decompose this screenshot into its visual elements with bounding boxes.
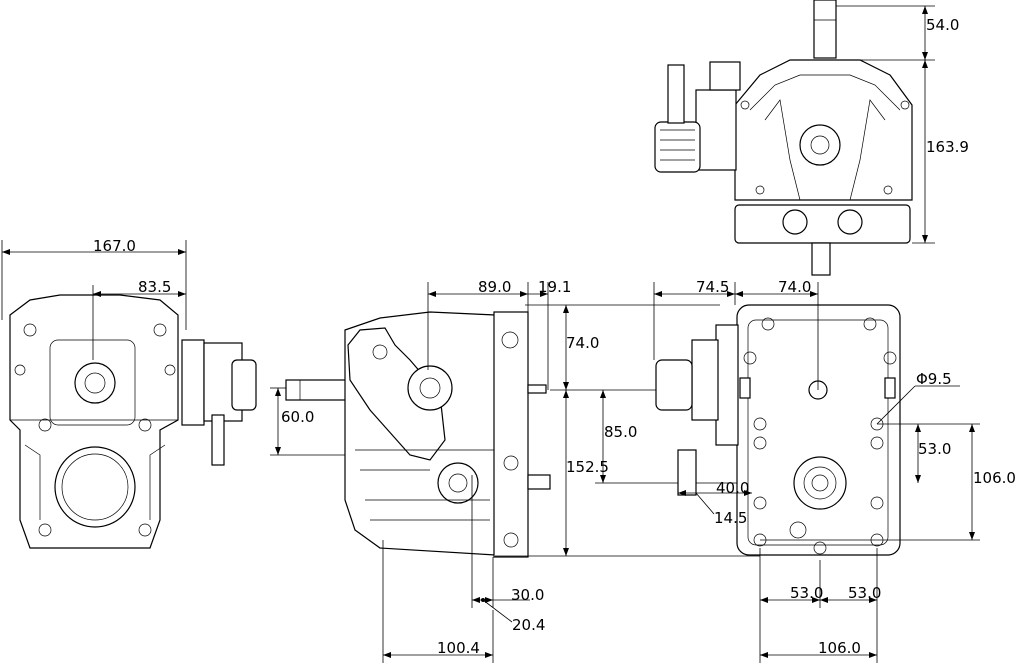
dim-rear-53-h-left: 53.0 (790, 584, 823, 602)
dim-rear-53-h-right: 53.0 (848, 584, 881, 602)
dim-side-152: 152.5 (566, 458, 609, 476)
dim-side-100: 100.4 (437, 639, 480, 657)
dim-rear-74-5: 74.5 (696, 278, 729, 296)
dim-top-body-height: 163.9 (926, 138, 969, 156)
dim-rear-14: 14.5 (714, 509, 747, 527)
rear-view: 74.5 74.0 Φ9.5 53.0 106.0 40.0 14.5 5 (653, 278, 1016, 663)
top-view: 54.0 163.9 (654, 0, 969, 276)
dim-rear-40: 40.0 (716, 479, 749, 497)
dim-top-shaft-length: 54.0 (926, 16, 959, 34)
dim-side-shaft-height: 60.0 (281, 408, 314, 426)
dim-side-85: 85.0 (604, 423, 637, 441)
front-view: 167.0 83.5 (1, 237, 257, 549)
dim-rear-hole-diameter: Φ9.5 (916, 370, 952, 388)
dim-side-30: 30.0 (511, 586, 544, 604)
dim-front-total-width: 167.0 (93, 237, 136, 255)
dim-side-20: 20.4 (512, 616, 545, 634)
dim-rear-106-h: 106.0 (818, 639, 861, 657)
side-view: 60.0 89.0 19.1 74.0 152.5 85.0 (270, 278, 818, 663)
dim-side-89: 89.0 (478, 278, 511, 296)
dim-rear-53-v: 53.0 (918, 440, 951, 458)
dim-rear-74: 74.0 (778, 278, 811, 296)
dim-side-19: 19.1 (538, 278, 571, 296)
dim-rear-106-v: 106.0 (973, 469, 1016, 487)
dim-side-74: 74.0 (566, 334, 599, 352)
dim-front-half-width: 83.5 (138, 278, 171, 296)
